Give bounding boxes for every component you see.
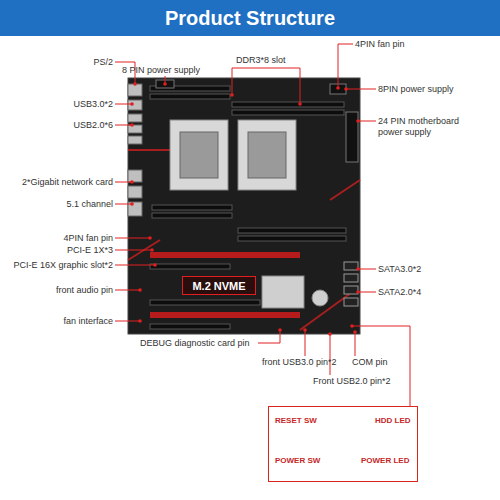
part-label: 2*Gigabit network card <box>3 177 113 188</box>
part-label: PS/2 <box>43 57 113 68</box>
part-label: PCI-E 1X*3 <box>43 245 113 256</box>
leader-dot <box>130 82 360 336</box>
part-label: 24 PIN motherboard power supply <box>378 116 478 138</box>
leader-line <box>115 44 410 406</box>
page-title: Product Structure <box>0 0 500 36</box>
part-label: USB3.0*2 <box>43 99 113 110</box>
node-text: POWER SW <box>275 456 320 465</box>
part-label: front audio pin <box>33 285 113 296</box>
motherboard <box>128 78 360 334</box>
front-panel-box: RESET SW HDD LED POWER SW POWER LED <box>268 406 418 482</box>
title-banner <box>0 0 500 36</box>
node-text: RESET SW <box>275 416 317 425</box>
m2-slot-label: M.2 NVME <box>182 276 256 295</box>
part-label: 8 PIN power supply <box>122 65 222 76</box>
part-label: DDR3*8 slot <box>236 55 316 66</box>
dimm-slots <box>150 86 346 241</box>
node-text: M.2 NVME <box>183 280 255 292</box>
part-label: PCI-E 16X graphic slot*2 <box>1 260 113 271</box>
part-label: USB2.0*6 <box>43 120 113 131</box>
cmos-battery <box>312 290 328 306</box>
part-label: fan interface <box>33 316 113 327</box>
atx-connector <box>346 112 358 162</box>
node-text: POWER LED <box>361 456 409 465</box>
part-label: 8PIN power supply <box>378 84 478 95</box>
chipset-heatsink <box>262 276 304 308</box>
part-label: 4PIN fan pin <box>355 39 435 50</box>
part-label: SATA3.0*2 <box>378 264 458 275</box>
part-label: COM pin <box>352 357 397 368</box>
part-label: Front USB2.0 pin*2 <box>313 376 413 387</box>
node-text: HDD LED <box>375 416 411 425</box>
part-label: DEBUG diagnostic card pin <box>140 338 260 349</box>
part-label: 4PIN fan pin <box>43 233 113 244</box>
sata-ports <box>344 262 358 306</box>
part-label: front USB3.0 pin*2 <box>262 357 348 368</box>
cpu-socket <box>170 120 296 190</box>
part-label: 5.1 channel <box>43 199 113 210</box>
part-label: SATA2.0*4 <box>378 287 458 298</box>
